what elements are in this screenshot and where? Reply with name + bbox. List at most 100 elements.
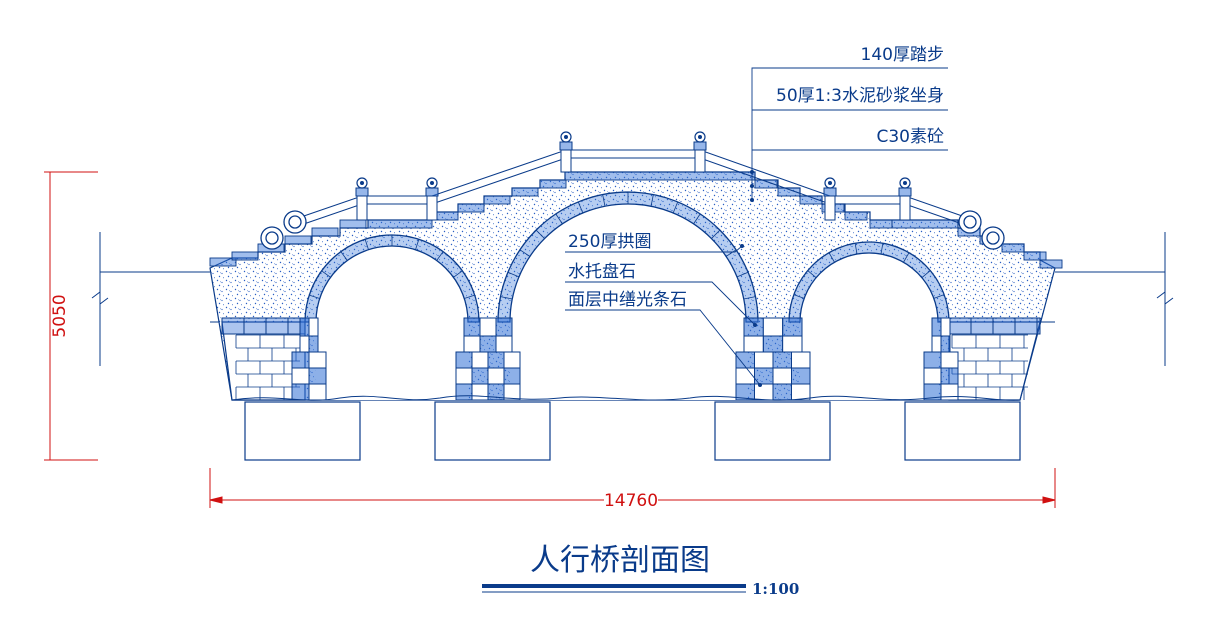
step-tread bbox=[844, 211, 868, 221]
voussoir-joint bbox=[415, 239, 420, 250]
pier-block bbox=[455, 351, 473, 369]
pier-block bbox=[743, 317, 764, 337]
coping-block bbox=[243, 317, 267, 335]
post-cap bbox=[425, 187, 439, 197]
pier-block bbox=[479, 317, 497, 337]
post-cap bbox=[559, 141, 573, 151]
pier-block bbox=[487, 367, 505, 385]
post-cap bbox=[693, 141, 707, 151]
step-tread bbox=[1023, 251, 1047, 261]
arch-left bbox=[304, 234, 480, 400]
step-tread bbox=[511, 187, 539, 197]
step-tread bbox=[539, 179, 567, 189]
post-cap bbox=[898, 187, 912, 197]
coping-block bbox=[970, 317, 994, 335]
voussoir-joint bbox=[555, 213, 563, 225]
height-dimension-value: 5050 bbox=[50, 294, 70, 337]
drawing-title: 人行桥剖面图 bbox=[530, 543, 710, 578]
pier-block bbox=[772, 367, 792, 385]
voussoir-joint bbox=[725, 249, 737, 257]
voussoir-joint bbox=[464, 294, 475, 299]
step-tread bbox=[209, 257, 237, 267]
step-tread bbox=[869, 219, 893, 229]
pier-block bbox=[743, 335, 764, 353]
bridge-piers bbox=[291, 317, 959, 401]
pier-block bbox=[291, 367, 310, 385]
voussoir-joint bbox=[793, 294, 805, 299]
pier-block bbox=[940, 317, 951, 337]
foundation-4 bbox=[904, 401, 1021, 461]
pier-block bbox=[782, 335, 803, 353]
voussoir-joint bbox=[321, 270, 331, 278]
step-tread bbox=[1001, 243, 1025, 253]
pier-block bbox=[471, 351, 489, 369]
pier-block bbox=[471, 367, 489, 385]
pier-block bbox=[923, 367, 942, 385]
voussoir-joint bbox=[736, 271, 749, 278]
callout-springer-stone: 水托盘石 bbox=[568, 262, 636, 282]
pier-block bbox=[455, 367, 473, 385]
voussoir-joint bbox=[364, 239, 369, 250]
arch-voussoir-joints bbox=[309, 192, 945, 300]
title-underline bbox=[482, 584, 746, 588]
pier-block bbox=[940, 335, 951, 353]
callout-step: 140厚踏步 bbox=[861, 45, 944, 65]
pier-block bbox=[308, 383, 327, 401]
railing-post bbox=[694, 149, 706, 173]
voussoir-joint bbox=[436, 251, 444, 261]
voussoir-joint bbox=[340, 251, 348, 261]
coping-block bbox=[1036, 317, 1041, 335]
post-finial-dot bbox=[564, 135, 568, 139]
drawing-scale: 1:100 bbox=[752, 580, 799, 598]
pier-block bbox=[308, 351, 327, 369]
callout-facing-stone: 面层中缮光条石 bbox=[568, 290, 687, 310]
span-dimension-value: 14760 bbox=[604, 491, 658, 511]
pier-block bbox=[940, 367, 959, 385]
step-tread bbox=[754, 179, 778, 189]
pier-block bbox=[308, 335, 319, 353]
post-finial-dot bbox=[903, 181, 907, 185]
callout-arch-ring: 250厚拱圈 bbox=[568, 232, 651, 252]
step-tread bbox=[799, 195, 823, 205]
pier-block bbox=[495, 335, 513, 353]
railing-post bbox=[356, 195, 368, 221]
pier-block bbox=[503, 383, 521, 401]
leader-lines bbox=[565, 67, 948, 386]
voussoir-joint bbox=[743, 296, 756, 300]
voussoir-joint bbox=[711, 229, 721, 239]
voussoir-joint bbox=[577, 201, 584, 214]
coping-block bbox=[992, 317, 1016, 335]
voussoir-joint bbox=[519, 249, 531, 257]
pier-block bbox=[782, 317, 803, 337]
pier-block bbox=[931, 335, 942, 353]
step-tread bbox=[284, 235, 312, 245]
voussoir-joint bbox=[828, 252, 835, 263]
pier-block bbox=[479, 335, 497, 353]
voussoir-joint bbox=[921, 270, 931, 278]
post-finial-dot bbox=[430, 181, 434, 185]
foundation-3 bbox=[714, 401, 831, 461]
callout-concrete: C30素砼 bbox=[876, 127, 944, 147]
pier-block bbox=[291, 351, 310, 369]
pier-block bbox=[487, 351, 505, 369]
pier-block bbox=[299, 335, 310, 353]
step-tread bbox=[311, 227, 339, 237]
step-tread bbox=[777, 187, 801, 197]
pier-block bbox=[931, 317, 942, 337]
voussoir-joint bbox=[602, 194, 606, 207]
pier-block bbox=[308, 317, 319, 337]
railing-posts bbox=[355, 131, 912, 221]
railing-post bbox=[899, 195, 911, 221]
coping-block bbox=[1014, 317, 1038, 335]
pier-block bbox=[308, 367, 327, 385]
landing-tread bbox=[891, 219, 959, 229]
pier-block bbox=[503, 351, 521, 369]
post-finial-dot bbox=[360, 181, 364, 185]
pier-block bbox=[923, 351, 942, 369]
voussoir-joint bbox=[453, 270, 463, 278]
pier-block bbox=[754, 383, 774, 401]
end-scroll-left bbox=[260, 210, 307, 250]
railing-post bbox=[560, 149, 572, 173]
